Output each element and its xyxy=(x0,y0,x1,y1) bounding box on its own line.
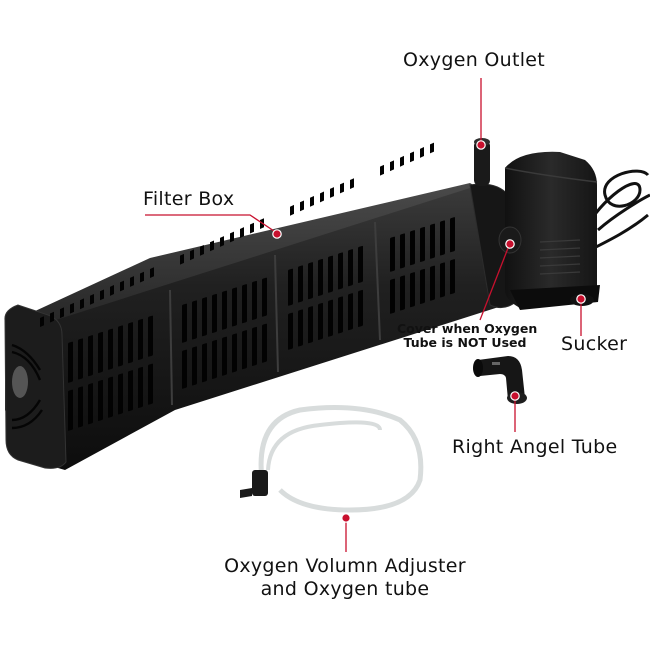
label-right-angel-tube: Right Angel Tube xyxy=(452,436,618,458)
label-cover-when-unused: Cover when Oxygen Tube is NOT Used xyxy=(397,321,538,350)
label-oxygen-adjuster-line-2: and Oxygen tube xyxy=(260,578,430,600)
label-filter-box: Filter Box xyxy=(143,188,235,210)
vent-slots xyxy=(40,142,455,431)
label-sucker: Sucker xyxy=(561,333,628,355)
motor-grille xyxy=(539,239,581,275)
segment-seams xyxy=(169,221,381,406)
callout-dots xyxy=(272,140,586,523)
label-oxygen-adjuster: Oxygen Volumn Adjuster and Oxygen tube xyxy=(222,555,468,601)
label-cover-line-2: Tube is NOT Used xyxy=(403,335,527,350)
right-angle-tube xyxy=(473,356,527,404)
motor-housing xyxy=(505,151,597,308)
label-oxygen-outlet: Oxygen Outlet xyxy=(403,49,546,71)
label-cover-line-1: Cover when Oxygen xyxy=(397,321,538,336)
label-oxygen-adjuster-line-1: Oxygen Volumn Adjuster xyxy=(224,555,466,577)
oxygen-adjuster-valve xyxy=(240,470,268,498)
oxygen-outlet-nozzle xyxy=(474,140,490,186)
oxygen-tube xyxy=(258,405,424,513)
end-cap-vent xyxy=(11,343,43,430)
callout-lines xyxy=(145,78,582,552)
